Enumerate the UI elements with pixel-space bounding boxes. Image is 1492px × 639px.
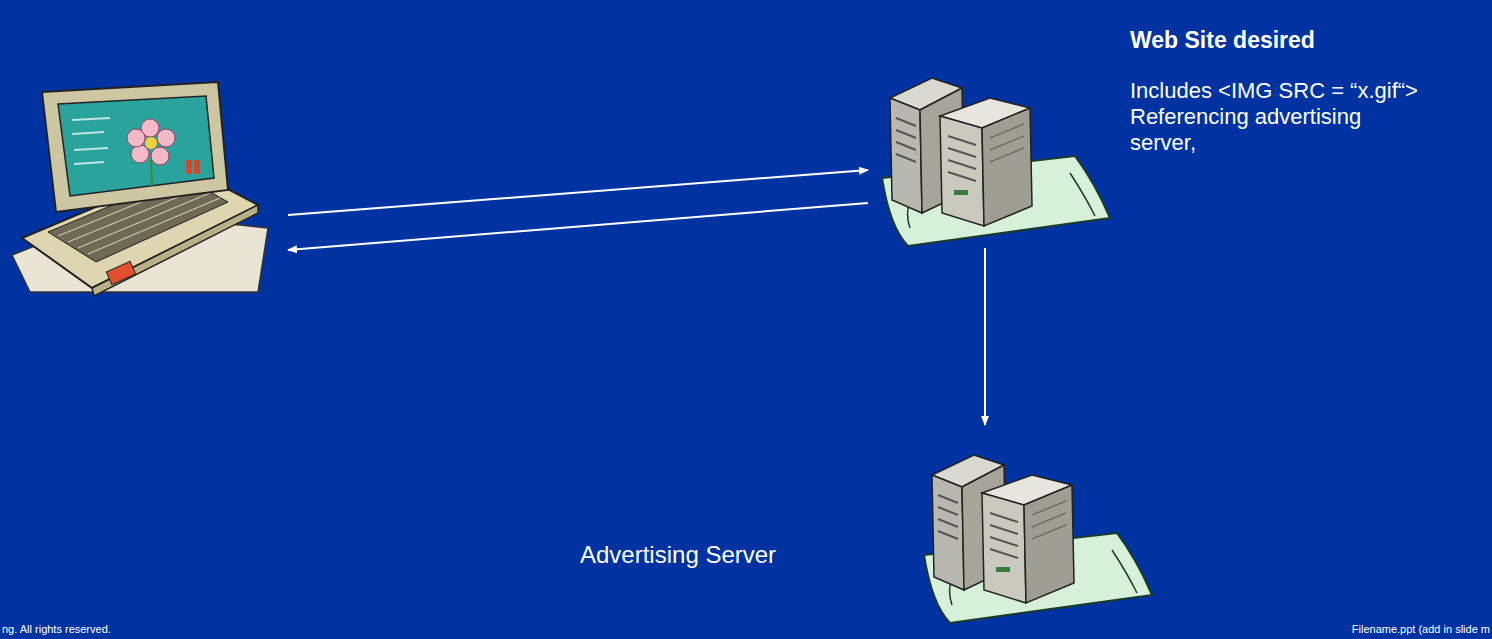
node-body: Includes <IMG SRC = “x.gif“> Referencing… — [1130, 78, 1430, 156]
filename-note: Filename.ppt (add in slide m — [1352, 623, 1490, 636]
connector-arrow — [288, 170, 868, 215]
connector-arrow — [984, 248, 986, 425]
copyright-note: ng. All rights reserved. — [2, 623, 111, 636]
laptop-illustration — [12, 82, 268, 296]
ad-server-icon — [924, 455, 1152, 623]
ad-server-node: Advertising Server — [570, 425, 1150, 637]
connector-arrow — [288, 203, 868, 250]
node-label: Advertising Server — [580, 541, 776, 569]
web-server-node: Web Site desiredIncludes <IMG SRC = “x.g… — [868, 20, 1468, 248]
node-heading: Web Site desired — [1130, 26, 1430, 54]
laptop-node — [8, 85, 288, 297]
web-server-icon — [882, 78, 1110, 246]
